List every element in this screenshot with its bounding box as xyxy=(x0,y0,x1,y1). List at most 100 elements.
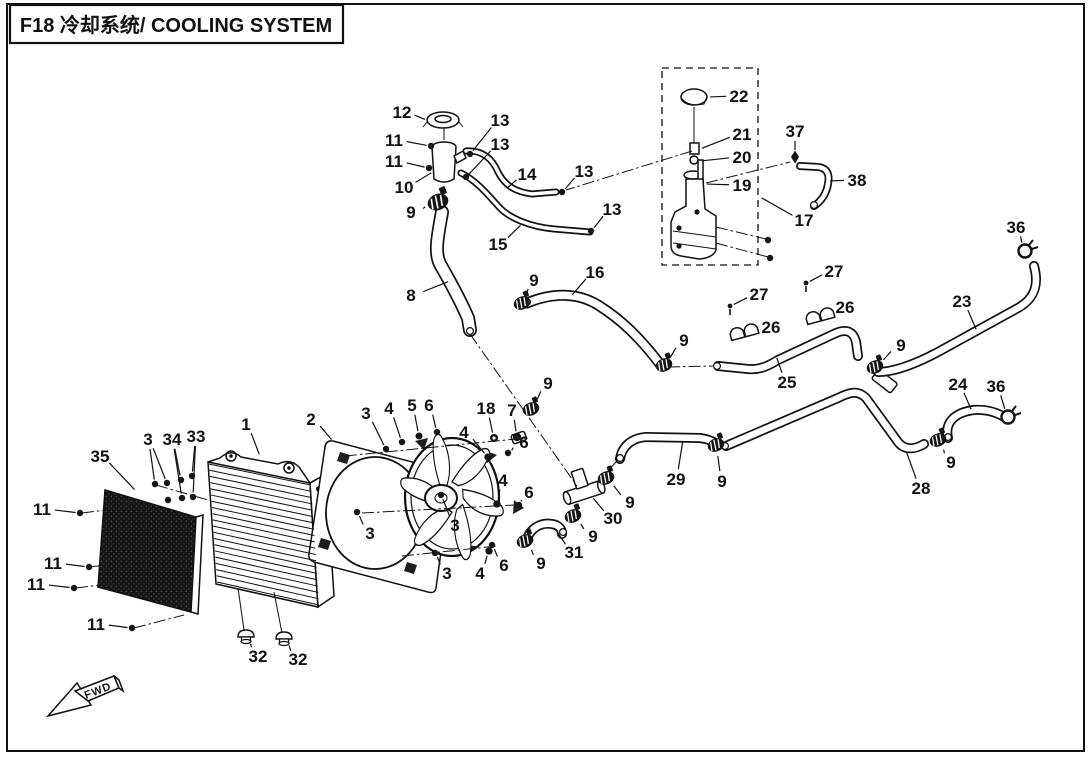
leader-line xyxy=(358,515,364,525)
fan-blade xyxy=(451,447,491,487)
bolt-marker xyxy=(189,493,197,501)
leader-line xyxy=(677,441,684,470)
clamp-marker xyxy=(707,432,725,452)
reservoir-cap-edge xyxy=(681,96,708,106)
part-number: 34 xyxy=(163,430,182,449)
leader-line xyxy=(319,425,333,440)
center-line xyxy=(715,242,769,258)
radiator-fin xyxy=(212,519,315,543)
mount-ear xyxy=(225,450,237,462)
part-number: 6 xyxy=(499,556,508,575)
leader-line xyxy=(963,392,972,410)
part-number: 17 xyxy=(795,211,814,230)
part-number: 11 xyxy=(87,615,105,634)
bracket-marker xyxy=(729,323,760,342)
leader-line xyxy=(571,278,587,295)
hose-25 xyxy=(714,327,862,373)
hose-38 xyxy=(797,163,831,209)
leader-line xyxy=(192,445,196,493)
radiator-fin xyxy=(213,525,316,549)
leader-line xyxy=(174,448,181,476)
bolt-marker xyxy=(398,438,406,446)
bolt-marker xyxy=(178,494,186,502)
leader-line xyxy=(393,417,401,438)
bolt-marker xyxy=(128,624,136,632)
part-number: 19 xyxy=(733,176,752,195)
radiator-fin xyxy=(213,538,317,562)
leader-line xyxy=(592,498,605,512)
mesh-guard xyxy=(97,489,204,615)
center-line xyxy=(155,484,209,501)
leader-line xyxy=(513,419,517,432)
leader-line xyxy=(507,179,517,189)
leader-line xyxy=(701,136,730,149)
leader-line xyxy=(882,351,892,361)
leader-line xyxy=(422,206,426,209)
title-box: F18 冷却系统/ COOLING SYSTEM xyxy=(8,3,345,45)
part-number: 3 xyxy=(450,516,459,535)
hose-end xyxy=(809,201,818,210)
grommet-part-20 xyxy=(689,155,699,165)
shroud-corner-mark xyxy=(337,452,350,464)
part-number: 4 xyxy=(475,564,485,583)
hose-23 xyxy=(874,262,1040,376)
bolt-marker xyxy=(484,453,492,461)
part-number: 31 xyxy=(565,543,584,562)
bolt-marker xyxy=(515,501,523,509)
leader-line xyxy=(250,643,252,648)
leader-line xyxy=(436,556,441,565)
part-number: 11 xyxy=(44,554,62,573)
fan-blade xyxy=(462,488,504,517)
part-number: 9 xyxy=(543,374,552,393)
part-number: 36 xyxy=(987,377,1006,396)
leader-line xyxy=(48,584,70,589)
clamp-marker xyxy=(597,465,615,485)
page-title: F18 冷却系统/ COOLING SYSTEM xyxy=(20,13,332,37)
leader-line xyxy=(484,555,488,564)
leader-line xyxy=(557,533,567,545)
leader-line xyxy=(580,523,585,530)
part-number: 22 xyxy=(730,87,749,106)
part-number: 32 xyxy=(249,647,268,666)
clamp-marker xyxy=(522,396,540,416)
center-line xyxy=(667,365,715,368)
mount-ear-hole xyxy=(287,466,291,470)
bolt-marker xyxy=(76,509,84,517)
hose-28 xyxy=(722,389,928,452)
part-number: 3 xyxy=(365,524,374,543)
nut-marker xyxy=(490,434,498,442)
mount-stem xyxy=(273,591,283,634)
radiator-fin xyxy=(214,544,317,568)
radiator-fin xyxy=(210,488,313,511)
leader-line xyxy=(520,499,523,502)
coolant-reservoir-assembly xyxy=(661,67,759,266)
bolt-marker xyxy=(558,188,566,196)
part-number: 10 xyxy=(395,178,414,197)
part-number: 30 xyxy=(604,509,623,528)
part-number: 3 xyxy=(442,564,451,583)
leader-line xyxy=(511,447,514,451)
radiator-fin xyxy=(211,494,314,518)
hose-29 xyxy=(616,433,719,463)
clamp-marker xyxy=(866,354,884,374)
part-number: 1 xyxy=(241,415,250,434)
part-number: 13 xyxy=(491,111,510,130)
part-number: 9 xyxy=(679,331,688,350)
leader-line xyxy=(733,297,748,306)
radiator-fin xyxy=(209,469,312,492)
leader-line xyxy=(191,445,196,472)
leader-line xyxy=(536,391,542,401)
leader-line xyxy=(497,489,501,500)
bolt-marker xyxy=(433,428,441,436)
leader-line xyxy=(65,563,85,568)
hose-24 xyxy=(944,406,1010,442)
spring-marker xyxy=(1000,405,1022,425)
tank-crease xyxy=(672,230,717,238)
radiator-fin xyxy=(216,575,319,600)
leader-line xyxy=(670,347,677,357)
bolt-marker xyxy=(70,584,78,592)
bolt-marker xyxy=(427,142,435,150)
leader-line xyxy=(414,114,426,120)
clamp-marker xyxy=(655,352,673,372)
part-number: 26 xyxy=(762,318,781,337)
